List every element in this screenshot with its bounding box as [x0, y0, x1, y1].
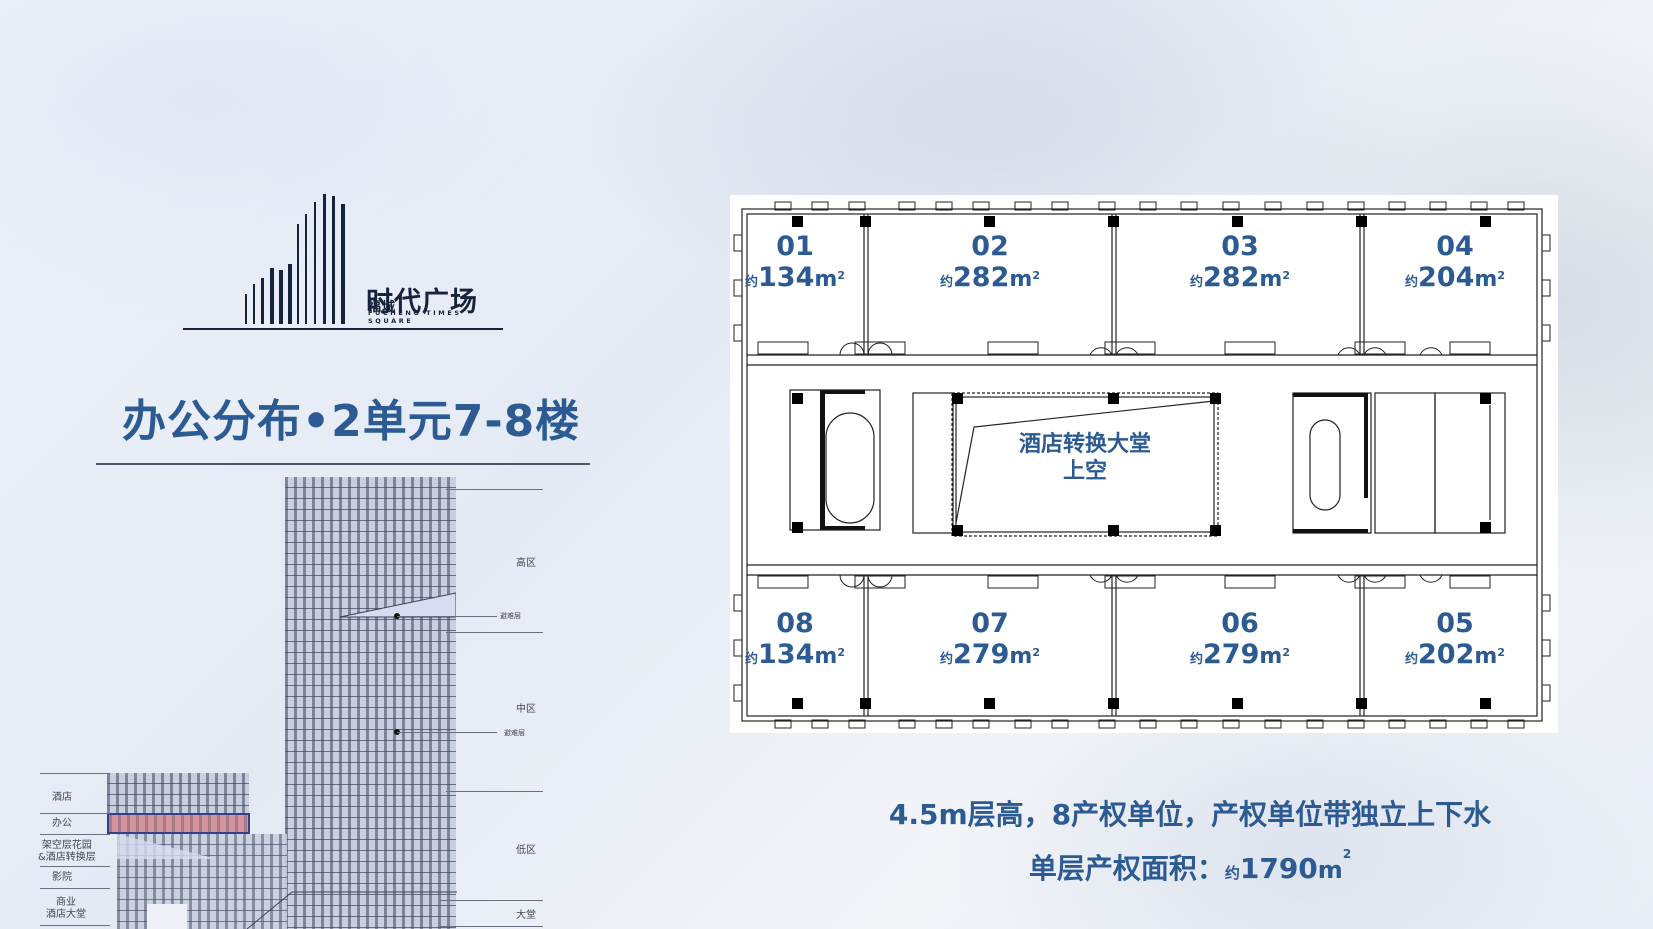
- level-divider: [40, 866, 110, 867]
- unit-04: 04 约204m2: [1370, 232, 1540, 299]
- unit-07: 07 约279m2: [870, 609, 1110, 676]
- level-divider: [40, 773, 110, 774]
- level-label-hotel: 酒店: [52, 792, 72, 803]
- page-title: 办公分布•2单元7-8楼: [122, 396, 581, 447]
- tower-section: [285, 477, 456, 929]
- zone-divider: [440, 926, 543, 927]
- unit-number: 06: [1221, 608, 1259, 639]
- unit-01: 01 约134m2: [730, 232, 860, 299]
- refuge-leader-line: [397, 732, 497, 733]
- logo-bar: [261, 278, 264, 324]
- logo: 福城 时代广场 FUCHENG TIMES SQUARE: [183, 180, 503, 330]
- logo-bar: [288, 264, 292, 324]
- zone-label-lobby: 大堂: [516, 910, 536, 921]
- logo-bar: [314, 202, 316, 324]
- zone-label-mid: 中区: [516, 704, 536, 715]
- unit-08: 08 约134m2: [730, 609, 860, 676]
- unit-number: 07: [971, 608, 1009, 639]
- zone-divider: [446, 632, 543, 633]
- unit-area: 约134m2: [745, 639, 845, 670]
- unit-number: 04: [1436, 231, 1474, 262]
- level-label-garden-transfer: 架空层花园 &酒店转换层: [38, 840, 96, 863]
- logo-bar: [332, 196, 335, 324]
- logo-bar: [279, 270, 283, 324]
- level-label-office: 办公: [52, 818, 72, 829]
- unit-area: 约282m2: [940, 262, 1040, 293]
- logo-baseline: [183, 328, 503, 330]
- unit-number: 08: [776, 608, 814, 639]
- level-divider: [40, 888, 110, 889]
- tower-floor-lines: [285, 477, 456, 929]
- unit-number: 01: [776, 231, 814, 262]
- unit-area: 约202m2: [1405, 639, 1505, 670]
- unit-02: 02 约282m2: [870, 232, 1110, 299]
- floor-plan: 01 约134m2 02 约282m2 03 约282m2 04 约204m2 …: [730, 195, 1558, 733]
- logo-bar: [253, 284, 255, 324]
- unit-area: 约282m2: [1190, 262, 1290, 293]
- logo-brand-small: 福城: [368, 300, 397, 315]
- logo-brand-name: 时代广场: [366, 287, 478, 318]
- refuge-floor-label: 避难层: [504, 729, 525, 737]
- level-divider: [40, 925, 110, 926]
- zone-divider: [446, 791, 543, 792]
- logo-bar: [245, 294, 247, 324]
- level-divider: [40, 813, 110, 814]
- refuge-leader-line: [397, 616, 497, 617]
- zone-divider: [440, 900, 543, 901]
- atrium-label: 酒店转换大堂 上空: [1018, 432, 1151, 484]
- podium-section: [107, 773, 249, 813]
- logo-bar: [270, 268, 274, 324]
- title-divider: [96, 463, 590, 465]
- unit-area: 约279m2: [940, 639, 1040, 670]
- logo-bar: [305, 214, 307, 324]
- logo-bar: [341, 204, 345, 324]
- office-floor-highlight: [107, 813, 250, 834]
- unit-area: 约134m2: [745, 262, 845, 293]
- unit-number: 05: [1436, 608, 1474, 639]
- unit-area: 约279m2: [1190, 639, 1290, 670]
- podium-transfer-wedge: [117, 834, 457, 929]
- refuge-floor-label: 避难层: [500, 612, 521, 620]
- zone-divider: [446, 489, 543, 490]
- level-divider: [40, 834, 110, 835]
- logo-bar: [323, 194, 326, 324]
- refuge-floor-wedge: [339, 592, 456, 618]
- unit-06: 06 约279m2: [1120, 609, 1360, 676]
- level-label-cinema: 影院: [52, 872, 72, 883]
- floor-plan-drawing: [733, 201, 1551, 729]
- unit-03: 03 约282m2: [1120, 232, 1360, 299]
- unit-number: 02: [971, 231, 1009, 262]
- zone-label-high: 高区: [516, 558, 536, 569]
- unit-area: 约204m2: [1405, 262, 1505, 293]
- logo-bar: [297, 224, 299, 324]
- unit-05: 05 约202m2: [1370, 609, 1540, 676]
- logo-brand-english: FUCHENG TIMES SQUARE: [368, 309, 462, 325]
- unit-number: 03: [1221, 231, 1259, 262]
- level-label-retail-lobby: 商业 酒店大堂: [46, 897, 86, 920]
- summary-total-area: 单层产权面积：约1790m2: [1028, 847, 1352, 885]
- zone-label-low: 低区: [516, 845, 536, 856]
- summary-features: 4.5m层高，8产权单位，产权单位带独立上下水: [888, 798, 1492, 831]
